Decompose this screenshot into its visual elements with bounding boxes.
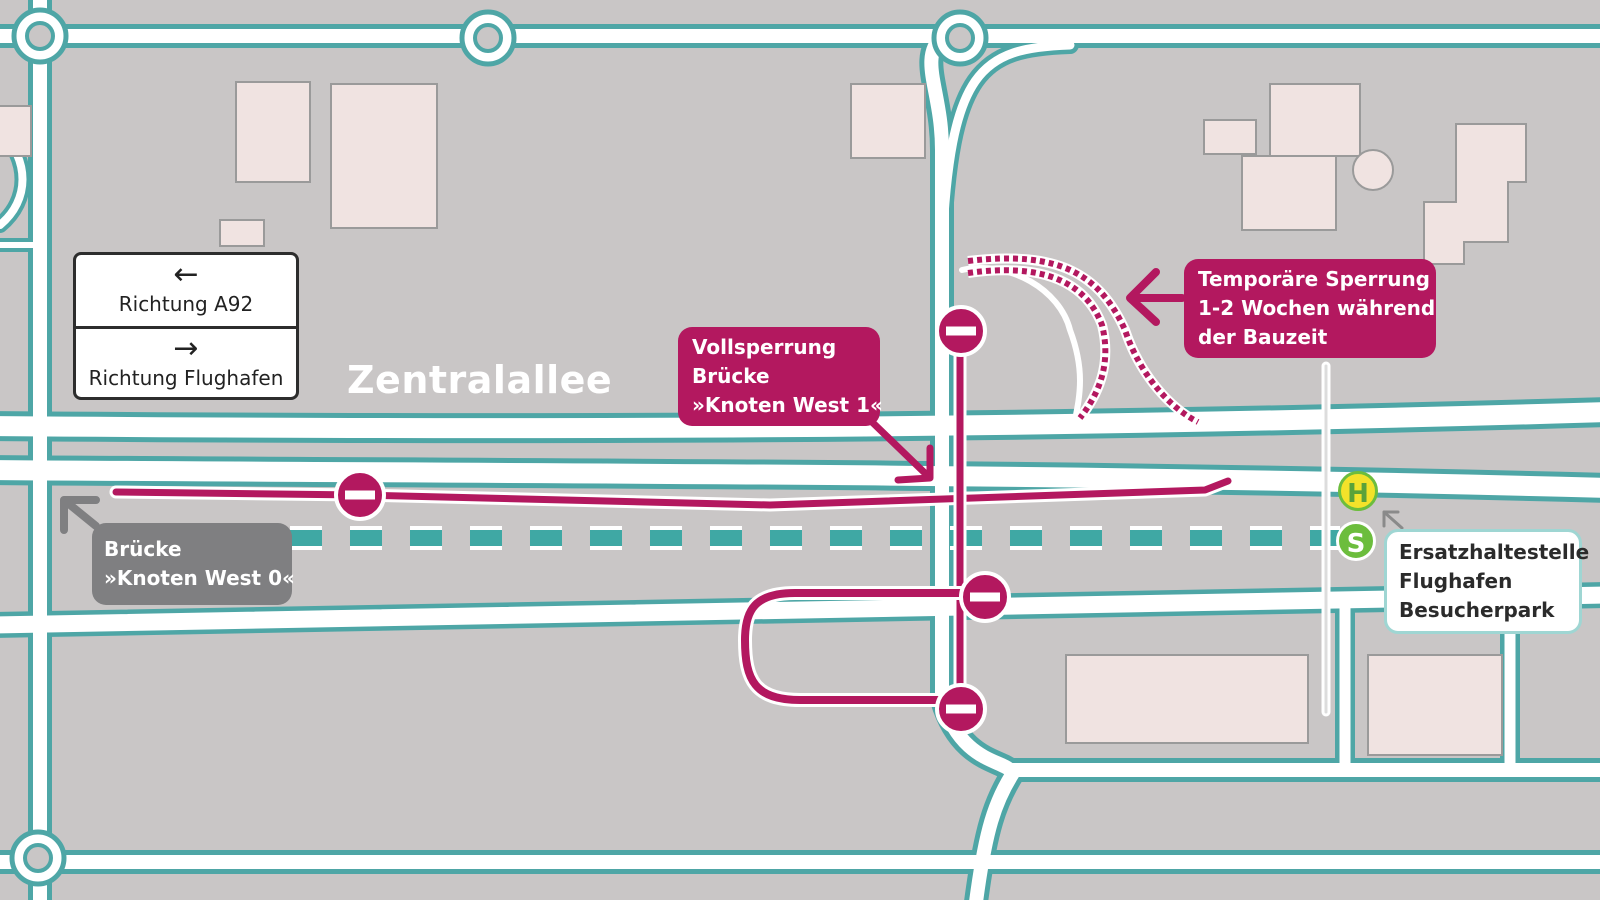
no-entry-icon (334, 469, 386, 521)
callout-bruecke-line1: Brücke (104, 537, 182, 561)
no-entry-icon (935, 683, 987, 735)
direction-signpost: ← Richtung A92 → Richtung Flughafen (73, 252, 299, 400)
callout-ersatz-line3: Besucherpark (1399, 598, 1555, 622)
callout-ersatz-line1: Ersatzhaltestelle (1399, 540, 1590, 564)
arrow-icon (1126, 268, 1186, 326)
callout-vollsperrung-line2: Brücke (692, 364, 770, 388)
bus-stop-icon: H (1338, 471, 1378, 511)
callout-vollsperrung-line3: »Knoten West 1« (692, 393, 883, 417)
callout-bruecke-line2: »Knoten West 0« (104, 566, 295, 590)
no-entry-icon (935, 305, 987, 357)
no-entry-icon (959, 571, 1011, 623)
callout-temporaere-sperrung: Temporäre Sperrung 1-2 Wochen während de… (1184, 259, 1436, 358)
arrow-icon (1382, 510, 1404, 530)
callout-temporaere-line2: 1-2 Wochen während (1198, 296, 1436, 320)
callout-arrows (60, 268, 1404, 717)
sbahn-stop-icon: S (1336, 521, 1376, 561)
callout-bruecke-west0: Brücke »Knoten West 0« (92, 523, 295, 605)
callout-ersatz-line2: Flughafen (1399, 569, 1513, 593)
arrow-icon (868, 418, 934, 484)
street-name-label: Zentralallee (347, 358, 613, 402)
signpost-label-a92: Richtung A92 (118, 292, 254, 316)
temporary-closure-ramps (967, 253, 1201, 427)
arrow-icon (60, 496, 100, 534)
closure-routes (109, 323, 1235, 717)
callout-vollsperrung: Vollsperrung Brücke »Knoten West 1« (678, 327, 883, 426)
buildings (0, 81, 1527, 756)
roundabouts (9, 7, 989, 887)
callout-ersatzhaltestelle: Ersatzhaltestelle Flughafen Besucherpark (1384, 529, 1590, 634)
callout-vollsperrung-line1: Vollsperrung (692, 335, 837, 359)
signpost-row-flughafen: → Richtung Flughafen (76, 326, 296, 400)
signpost-label-flughafen: Richtung Flughafen (88, 366, 284, 390)
callout-temporaere-line1: Temporäre Sperrung (1198, 267, 1431, 291)
callout-temporaere-line3: der Bauzeit (1198, 325, 1328, 349)
signpost-row-a92: ← Richtung A92 (76, 255, 296, 326)
arrow-right-icon: → (173, 331, 199, 366)
arrow-left-icon: ← (173, 257, 199, 292)
